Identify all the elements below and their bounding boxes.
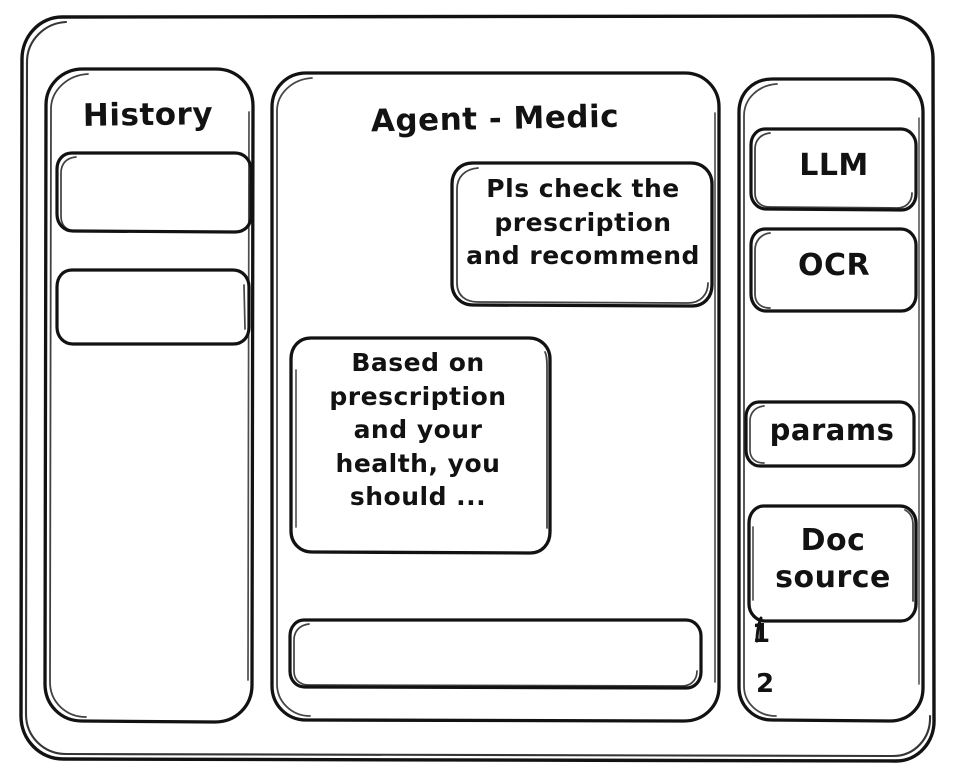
assistant-message-text: Based on prescription and your health, y… <box>329 348 507 511</box>
history-item-1[interactable] <box>57 153 251 232</box>
tool-ocr-button[interactable]: OCR <box>797 248 871 283</box>
doc-source-item-1[interactable]: 1 <box>752 619 771 649</box>
agent-panel-title: Agent - Medic <box>370 98 620 140</box>
doc-source-item-2[interactable]: 2 <box>756 669 775 699</box>
history-item-2[interactable] <box>57 270 249 344</box>
history-panel-title: History <box>82 96 214 134</box>
tool-doc-source-button[interactable]: Doc source <box>775 523 891 595</box>
composer-input[interactable] <box>290 620 701 688</box>
tool-params-button[interactable]: params <box>769 413 895 447</box>
user-message-text: Pls check the prescription and recommend <box>466 174 700 270</box>
tool-llm-button[interactable]: LLM <box>799 148 869 183</box>
